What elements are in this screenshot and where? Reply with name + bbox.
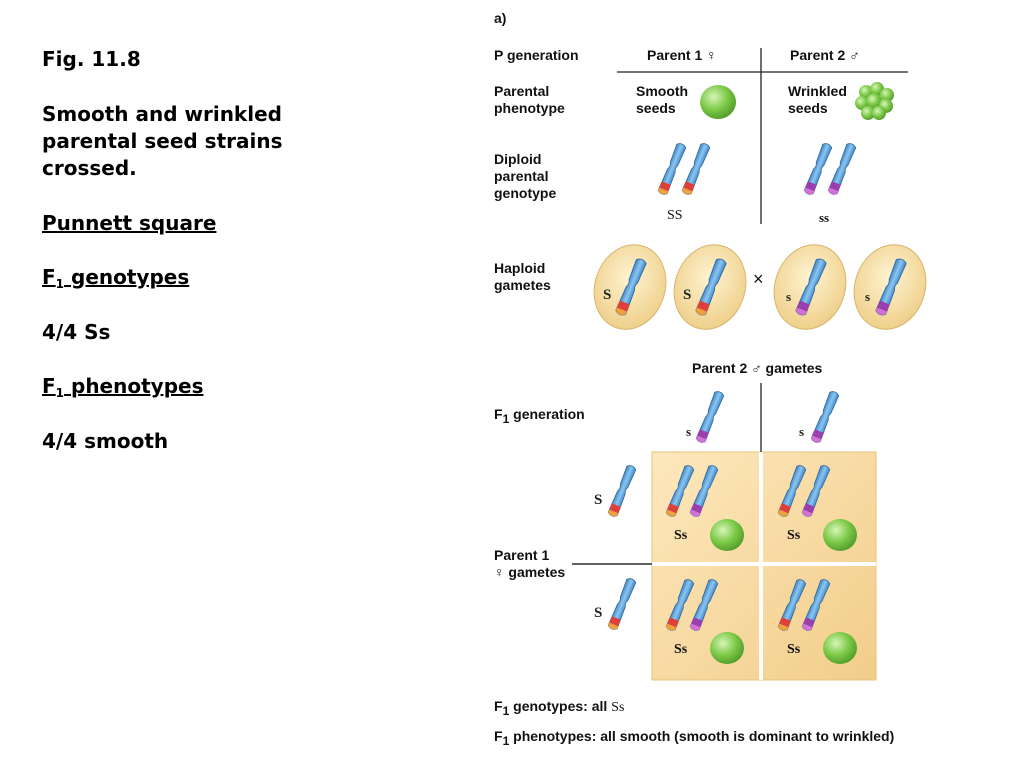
cell-1-genotype: Ss xyxy=(674,528,688,543)
top-gamete-s-1 xyxy=(694,389,726,445)
cell-2-genotype: Ss xyxy=(787,528,801,543)
caption-line-2: parental seed strains xyxy=(42,129,283,153)
cell-1-contents xyxy=(664,463,744,551)
genotype-ss: ss xyxy=(819,210,830,225)
parent2-gametes-label: Parent 2 ♂ gametes xyxy=(692,360,823,376)
parent1-header: Parent 1 ♀ xyxy=(647,47,717,63)
cross-symbol: × xyxy=(753,269,764,289)
gamete-2-allele: S xyxy=(683,287,692,303)
f1-generation-label: F1 generation xyxy=(494,406,585,426)
cell-3-contents xyxy=(664,577,744,664)
gamete-4-allele: s xyxy=(865,289,871,304)
diploid-SS-chromosomes xyxy=(656,141,712,197)
left-gamete-S-2 xyxy=(606,576,638,632)
fig-label: Fig. 11.8 xyxy=(42,47,141,71)
caption-line-3: crossed. xyxy=(42,156,137,180)
left-allele-2: S xyxy=(594,605,603,621)
f1-genotypes-value: 4/4 Ss xyxy=(42,320,111,344)
cell-4-contents xyxy=(776,577,857,664)
gamete-cell-3 xyxy=(773,244,847,330)
panel-label: a) xyxy=(494,10,507,26)
punnett-heading: Punnett square xyxy=(42,211,217,235)
gamete-3-allele: s xyxy=(786,289,792,304)
genotype-SS: SS xyxy=(667,208,683,223)
smooth-seed-icon xyxy=(700,85,736,119)
top-gamete-s-2 xyxy=(809,389,841,445)
caption-line-1: Smooth and wrinkled xyxy=(42,102,282,126)
f1-phenotypes-value: 4/4 smooth xyxy=(42,429,169,453)
f1-phenotypes-heading: F1 phenotypes xyxy=(42,374,204,400)
diploid-ss-chromosomes xyxy=(802,141,858,197)
cell-4-genotype: Ss xyxy=(787,642,801,657)
left-gamete-S-1 xyxy=(606,463,638,519)
cell-3-genotype: Ss xyxy=(674,642,688,657)
top-allele-1: s xyxy=(686,424,692,439)
left-allele-1: S xyxy=(594,492,603,508)
top-allele-2: s xyxy=(799,424,805,439)
f1-genotypes-caption: F1 genotypes: all Ss xyxy=(494,698,625,718)
f1-phenotypes-caption: F1 phenotypes: all smooth (smooth is dom… xyxy=(494,728,895,748)
gamete-1-allele: S xyxy=(603,287,612,303)
gamete-cell-1 xyxy=(593,244,667,330)
gamete-cell-4 xyxy=(853,244,927,330)
cell-2-contents xyxy=(776,463,857,551)
f1-genotypes-heading: F1 genotypes xyxy=(42,265,190,291)
gamete-cell-2 xyxy=(673,244,747,330)
p-generation-label: P generation xyxy=(494,47,579,63)
parent2-header: Parent 2 ♂ xyxy=(790,47,860,63)
wrinkled-seed-icon xyxy=(855,82,894,120)
parent1-gametes-label: Parent 1♀ gametes xyxy=(494,547,566,580)
